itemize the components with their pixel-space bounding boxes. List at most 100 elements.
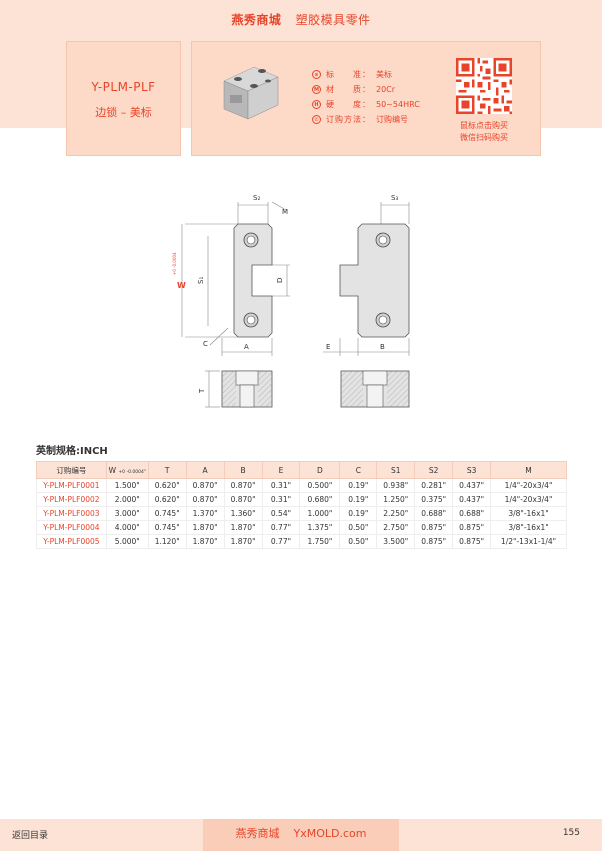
col-s3: S3 <box>452 461 492 479</box>
brand-name[interactable]: 燕秀商城 <box>231 13 282 27</box>
spec-standard: ⊙ 标 准： 美标 <box>312 67 452 82</box>
order-code-link[interactable]: Y-PLM-PLF0003 <box>36 506 107 521</box>
order-icon: ✆ <box>312 115 321 124</box>
cell-d: 0.500" <box>299 478 341 493</box>
table-row[interactable]: Y-PLM-PLF0002 2.000" 0.620" 0.870" 0.870… <box>36 492 567 507</box>
cell-e: 0.31" <box>261 478 301 493</box>
col-s2: S2 <box>414 461 454 479</box>
col-m: M <box>490 461 567 479</box>
qr-code[interactable] <box>456 58 512 114</box>
col-e: E <box>261 461 301 479</box>
header-subtitle: 塑胶模具零件 <box>295 13 371 27</box>
cell-t: 0.620" <box>147 492 187 507</box>
cell-c: 0.19" <box>339 478 378 493</box>
cell-b: 1.360" <box>223 506 263 521</box>
footer-brand-block[interactable]: 燕秀商城 YxMOLD.com <box>203 819 399 851</box>
cell-w: 4.000" <box>105 520 149 535</box>
cell-b: 0.870" <box>223 478 263 493</box>
footer-site[interactable]: YxMOLD.com <box>293 827 367 840</box>
product-title-card: Y-PLM-PLF 边锁 – 美标 <box>66 41 181 156</box>
label-c: C <box>203 340 208 348</box>
cell-d: 1.375" <box>299 520 341 535</box>
table-row[interactable]: Y-PLM-PLF0005 5.000" 1.120" 1.870" 1.870… <box>36 534 567 549</box>
material-icon: M <box>312 85 321 94</box>
cell-s1: 2.250" <box>376 506 416 521</box>
label-a: A <box>244 343 249 351</box>
spec-label: 标 准： <box>326 70 371 79</box>
cell-b: 1.870" <box>223 534 263 549</box>
cell-s1: 2.750" <box>376 520 416 535</box>
cell-d: 1.750" <box>299 534 341 549</box>
label-t: T <box>198 388 206 394</box>
order-code-link[interactable]: Y-PLM-PLF0004 <box>36 520 107 535</box>
cell-a: 1.870" <box>185 534 225 549</box>
cell-e: 0.77" <box>261 520 301 535</box>
spec-label: 硬 度： <box>326 100 371 109</box>
spec-material: M 材 质： 20Cr <box>312 82 452 97</box>
technical-drawing: S₂ M W +0 -0.0004 S₁ D C A S₃ E B T <box>172 194 410 408</box>
qr-line-click[interactable]: 鼠标点击购买 <box>460 121 508 130</box>
label-w: W <box>177 281 186 290</box>
product-code: Y-PLM-PLF <box>91 80 156 94</box>
col-w-label: W <box>108 465 117 475</box>
cell-a: 1.370" <box>185 506 225 521</box>
table-row[interactable]: Y-PLM-PLF0001 1.500" 0.620" 0.870" 0.870… <box>36 478 567 493</box>
spec-value: 订购编号 <box>376 115 408 124</box>
label-s2: S₂ <box>253 194 260 202</box>
standard-icon: ⊙ <box>312 70 321 79</box>
cell-s3: 0.688" <box>452 506 492 521</box>
footer-bar: 返回目录 燕秀商城 YxMOLD.com 155 <box>0 819 602 851</box>
label-s1: S₁ <box>197 277 205 284</box>
cell-c: 0.50" <box>339 520 378 535</box>
back-to-contents-link[interactable]: 返回目录 <box>12 831 49 841</box>
cell-m: 3/8"-16x1" <box>490 520 567 535</box>
cell-d: 0.680" <box>299 492 341 507</box>
cell-s1: 0.938" <box>376 478 416 493</box>
cell-m: 1/4"-20x3/4" <box>490 492 567 507</box>
order-code-link[interactable]: Y-PLM-PLF0001 <box>36 478 107 493</box>
cell-s1: 3.500" <box>376 534 416 549</box>
cell-b: 1.870" <box>223 520 263 535</box>
table-row[interactable]: Y-PLM-PLF0003 3.000" 0.745" 1.370" 1.360… <box>36 506 567 521</box>
cell-c: 0.19" <box>339 492 378 507</box>
header-title: 燕秀商城 塑胶模具零件 <box>0 11 602 28</box>
spec-hardness: H 硬 度： 50~54HRC <box>312 97 452 112</box>
col-w-tolerance: +0 -0.0004" <box>118 469 146 475</box>
cell-s3: 0.437" <box>452 492 492 507</box>
cell-t: 0.745" <box>147 506 187 521</box>
col-t: T <box>147 461 187 479</box>
spec-label: 订购方法： <box>326 115 371 124</box>
footer-brand[interactable]: 燕秀商城 <box>235 827 280 840</box>
cell-a: 0.870" <box>185 478 225 493</box>
col-s1: S1 <box>376 461 416 479</box>
cell-e: 0.77" <box>261 534 301 549</box>
cell-e: 0.54" <box>261 506 301 521</box>
cell-a: 1.870" <box>185 520 225 535</box>
spec-label: 材 质： <box>326 85 371 94</box>
spec-value: 50~54HRC <box>376 100 420 109</box>
spec-table: 订购编号 W +0 -0.0004" T A B E D C S1 S2 S3 … <box>36 461 567 549</box>
cell-s2: 0.375" <box>414 492 454 507</box>
cell-t: 0.620" <box>147 478 187 493</box>
qr-line-wechat: 微信扫码购买 <box>460 133 508 142</box>
col-w: W +0 -0.0004" <box>105 461 149 479</box>
cell-w: 2.000" <box>105 492 149 507</box>
cell-m: 1/4"-20x3/4" <box>490 478 567 493</box>
cell-s3: 0.875" <box>452 520 492 535</box>
cell-a: 0.870" <box>185 492 225 507</box>
label-s3: S₃ <box>391 194 398 202</box>
label-b: B <box>380 343 385 351</box>
order-code-link[interactable]: Y-PLM-PLF0005 <box>36 534 107 549</box>
label-m: M <box>282 208 288 216</box>
col-a: A <box>185 461 225 479</box>
cell-s2: 0.688" <box>414 506 454 521</box>
cell-s2: 0.875" <box>414 520 454 535</box>
spec-list: ⊙ 标 准： 美标 M 材 质： 20Cr H 硬 度： 50~54HRC ✆ … <box>312 67 452 127</box>
cell-w: 1.500" <box>105 478 149 493</box>
qr-caption[interactable]: 鼠标点击购买 微信扫码购买 <box>448 120 520 144</box>
cell-w: 3.000" <box>105 506 149 521</box>
cell-t: 1.120" <box>147 534 187 549</box>
table-row[interactable]: Y-PLM-PLF0004 4.000" 0.745" 1.870" 1.870… <box>36 520 567 535</box>
order-code-link[interactable]: Y-PLM-PLF0002 <box>36 492 107 507</box>
page-number: 155 <box>562 828 580 838</box>
